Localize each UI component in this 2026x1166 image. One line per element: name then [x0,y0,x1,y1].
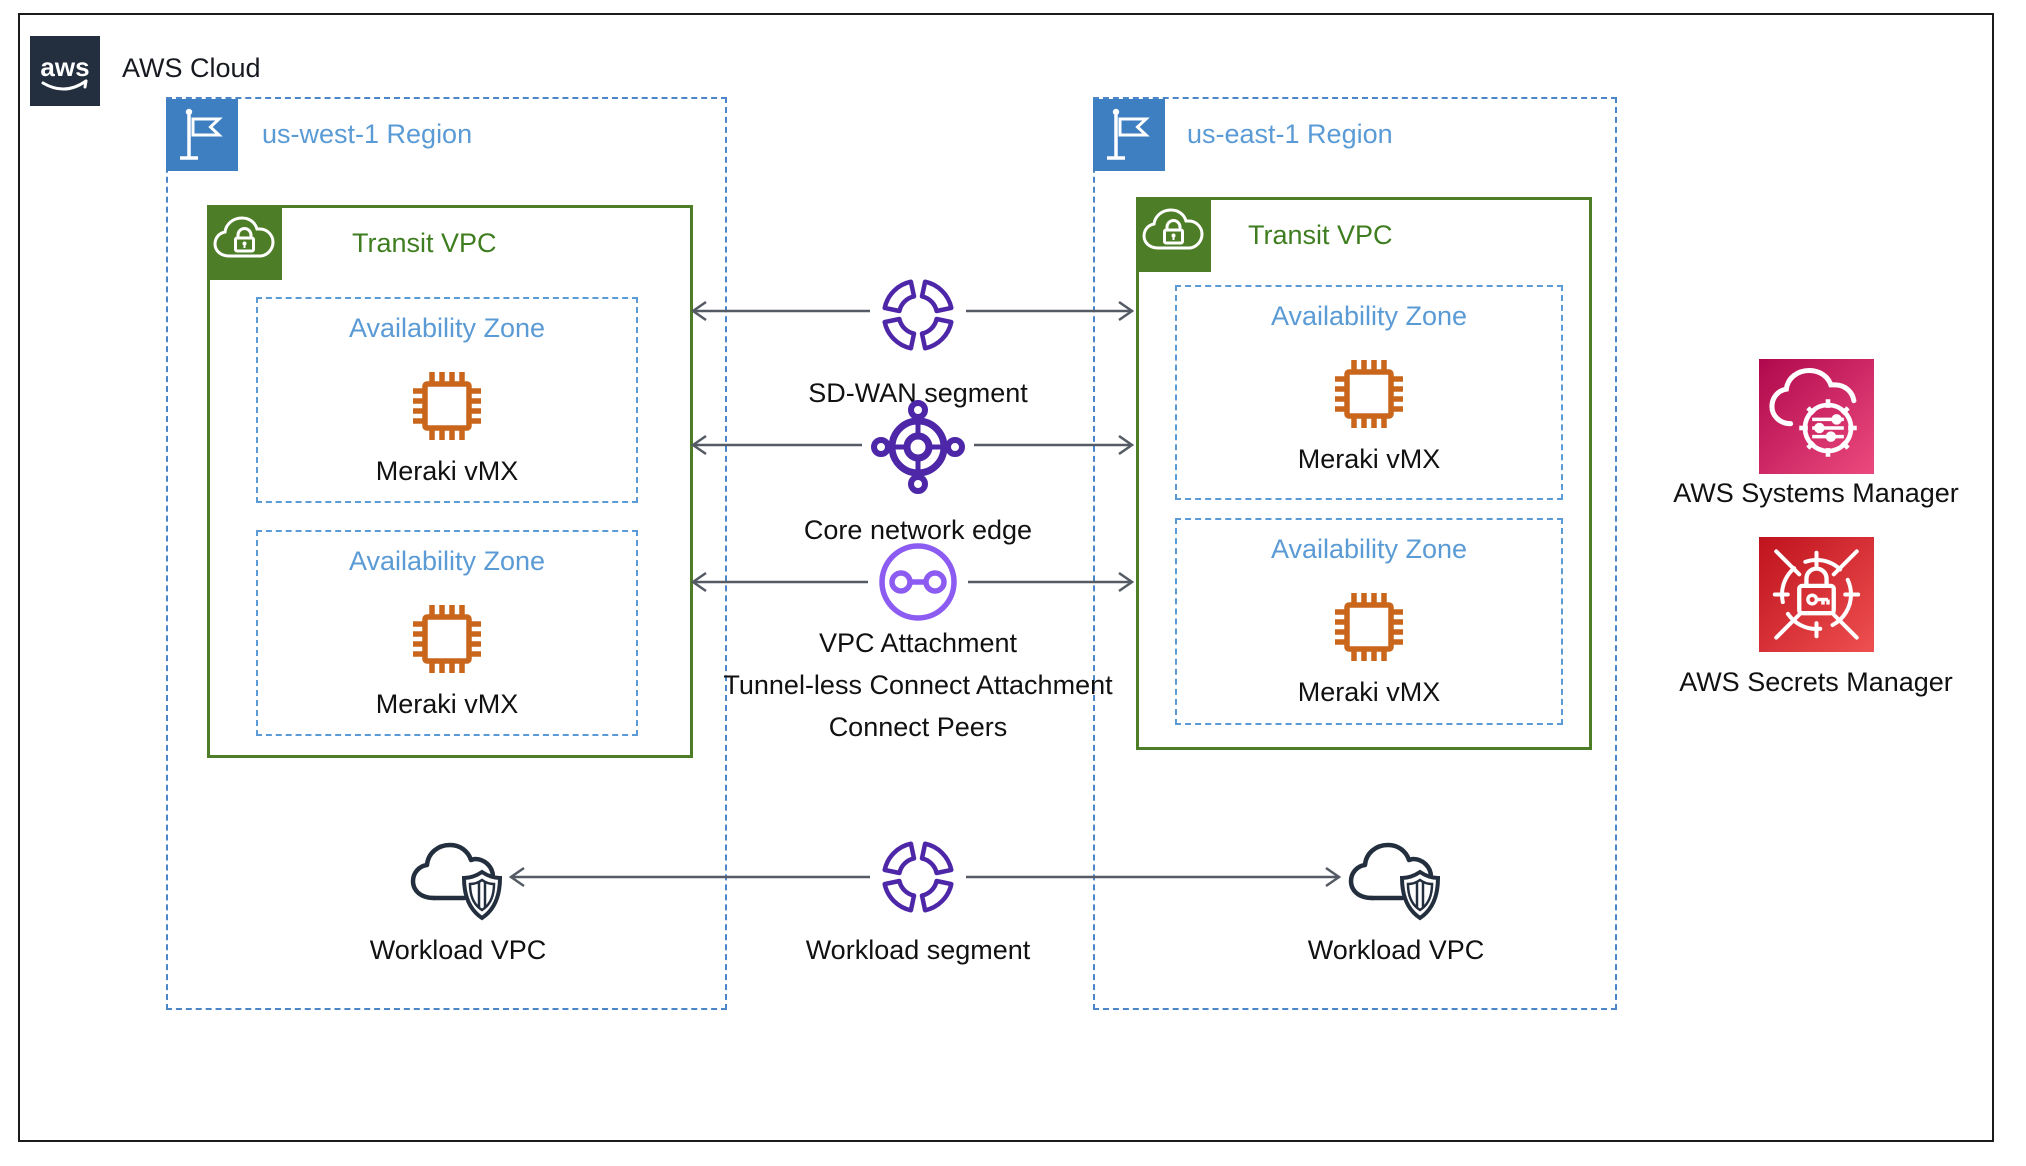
connect-peers-label: Connect Peers [828,712,1008,742]
aws-secrets-manager-icon [1759,537,1874,652]
availability-zone-east-1: Availability Zone Meraki vMX [1175,285,1563,500]
aws-logo-icon: aws [30,36,100,106]
transit-vpc-label-west: Transit VPC [352,228,497,258]
device-label: Meraki vMX [1297,444,1441,474]
core-network-edge-label: Core network edge [803,515,1033,545]
device-label: Meraki vMX [375,689,519,719]
region-us-east-1 [1093,97,1617,1010]
sdwan-segment-icon [882,279,954,351]
availability-zone-west-1: Availability Zone Meraki vMX [256,297,638,503]
aws-logo-glyph: aws [40,52,90,91]
vpc-attachment-icon [879,543,957,621]
availability-zone-west-2: Availability Zone Meraki vMX [256,530,638,736]
chip-icon [413,605,481,673]
chip-icon [1335,593,1403,661]
aws-cloud-title: AWS Cloud [122,53,261,83]
workload-vpc-cloud-shield-icon [410,842,503,921]
aws-logo-text: aws [40,52,89,82]
chip-icon [1335,360,1403,428]
region-label-us-west-1: us-west-1 Region [262,119,473,149]
aws-cloud-frame [18,13,1994,1142]
availability-zone-east-2: Availability Zone Meraki vMX [1175,518,1563,725]
transit-vpc-box-west [207,205,693,758]
aws-systems-manager-label: AWS Systems Manager [1673,478,1959,508]
aws-systems-manager-icon [1759,359,1874,474]
vpc-lock-icon [207,205,282,280]
transit-vpc-label-east: Transit VPC [1248,220,1393,250]
region-us-west-1 [166,97,727,1010]
tunnel-less-connect-attachment-label: Tunnel-less Connect Attachment [723,670,1113,700]
region-flag-icon [1093,99,1165,171]
workload-segment-label: Workload segment [805,935,1031,965]
aws-smile-swoosh [41,79,88,91]
az-label: Availability Zone [1270,534,1468,564]
vpc-lock-icon [1136,197,1211,272]
workload-vpc-cloud-shield-icon [1348,842,1441,921]
region-flag-icon [166,99,238,171]
workload-vpc-label-east: Workload VPC [1307,935,1485,965]
workload-vpc-label-west: Workload VPC [369,935,547,965]
az-label: Availability Zone [1270,301,1468,331]
aws-secrets-manager-label: AWS Secrets Manager [1679,667,1953,697]
transit-vpc-box-east [1136,197,1592,750]
device-label: Meraki vMX [375,456,519,486]
vpc-attachment-label: VPC Attachment [818,628,1018,658]
device-label: Meraki vMX [1297,677,1441,707]
core-network-edge-icon [871,400,965,494]
chip-icon [413,372,481,440]
az-label: Availability Zone [348,313,546,343]
region-label-us-east-1: us-east-1 Region [1187,119,1393,149]
az-label: Availability Zone [348,546,546,576]
workload-segment-icon [882,841,954,913]
